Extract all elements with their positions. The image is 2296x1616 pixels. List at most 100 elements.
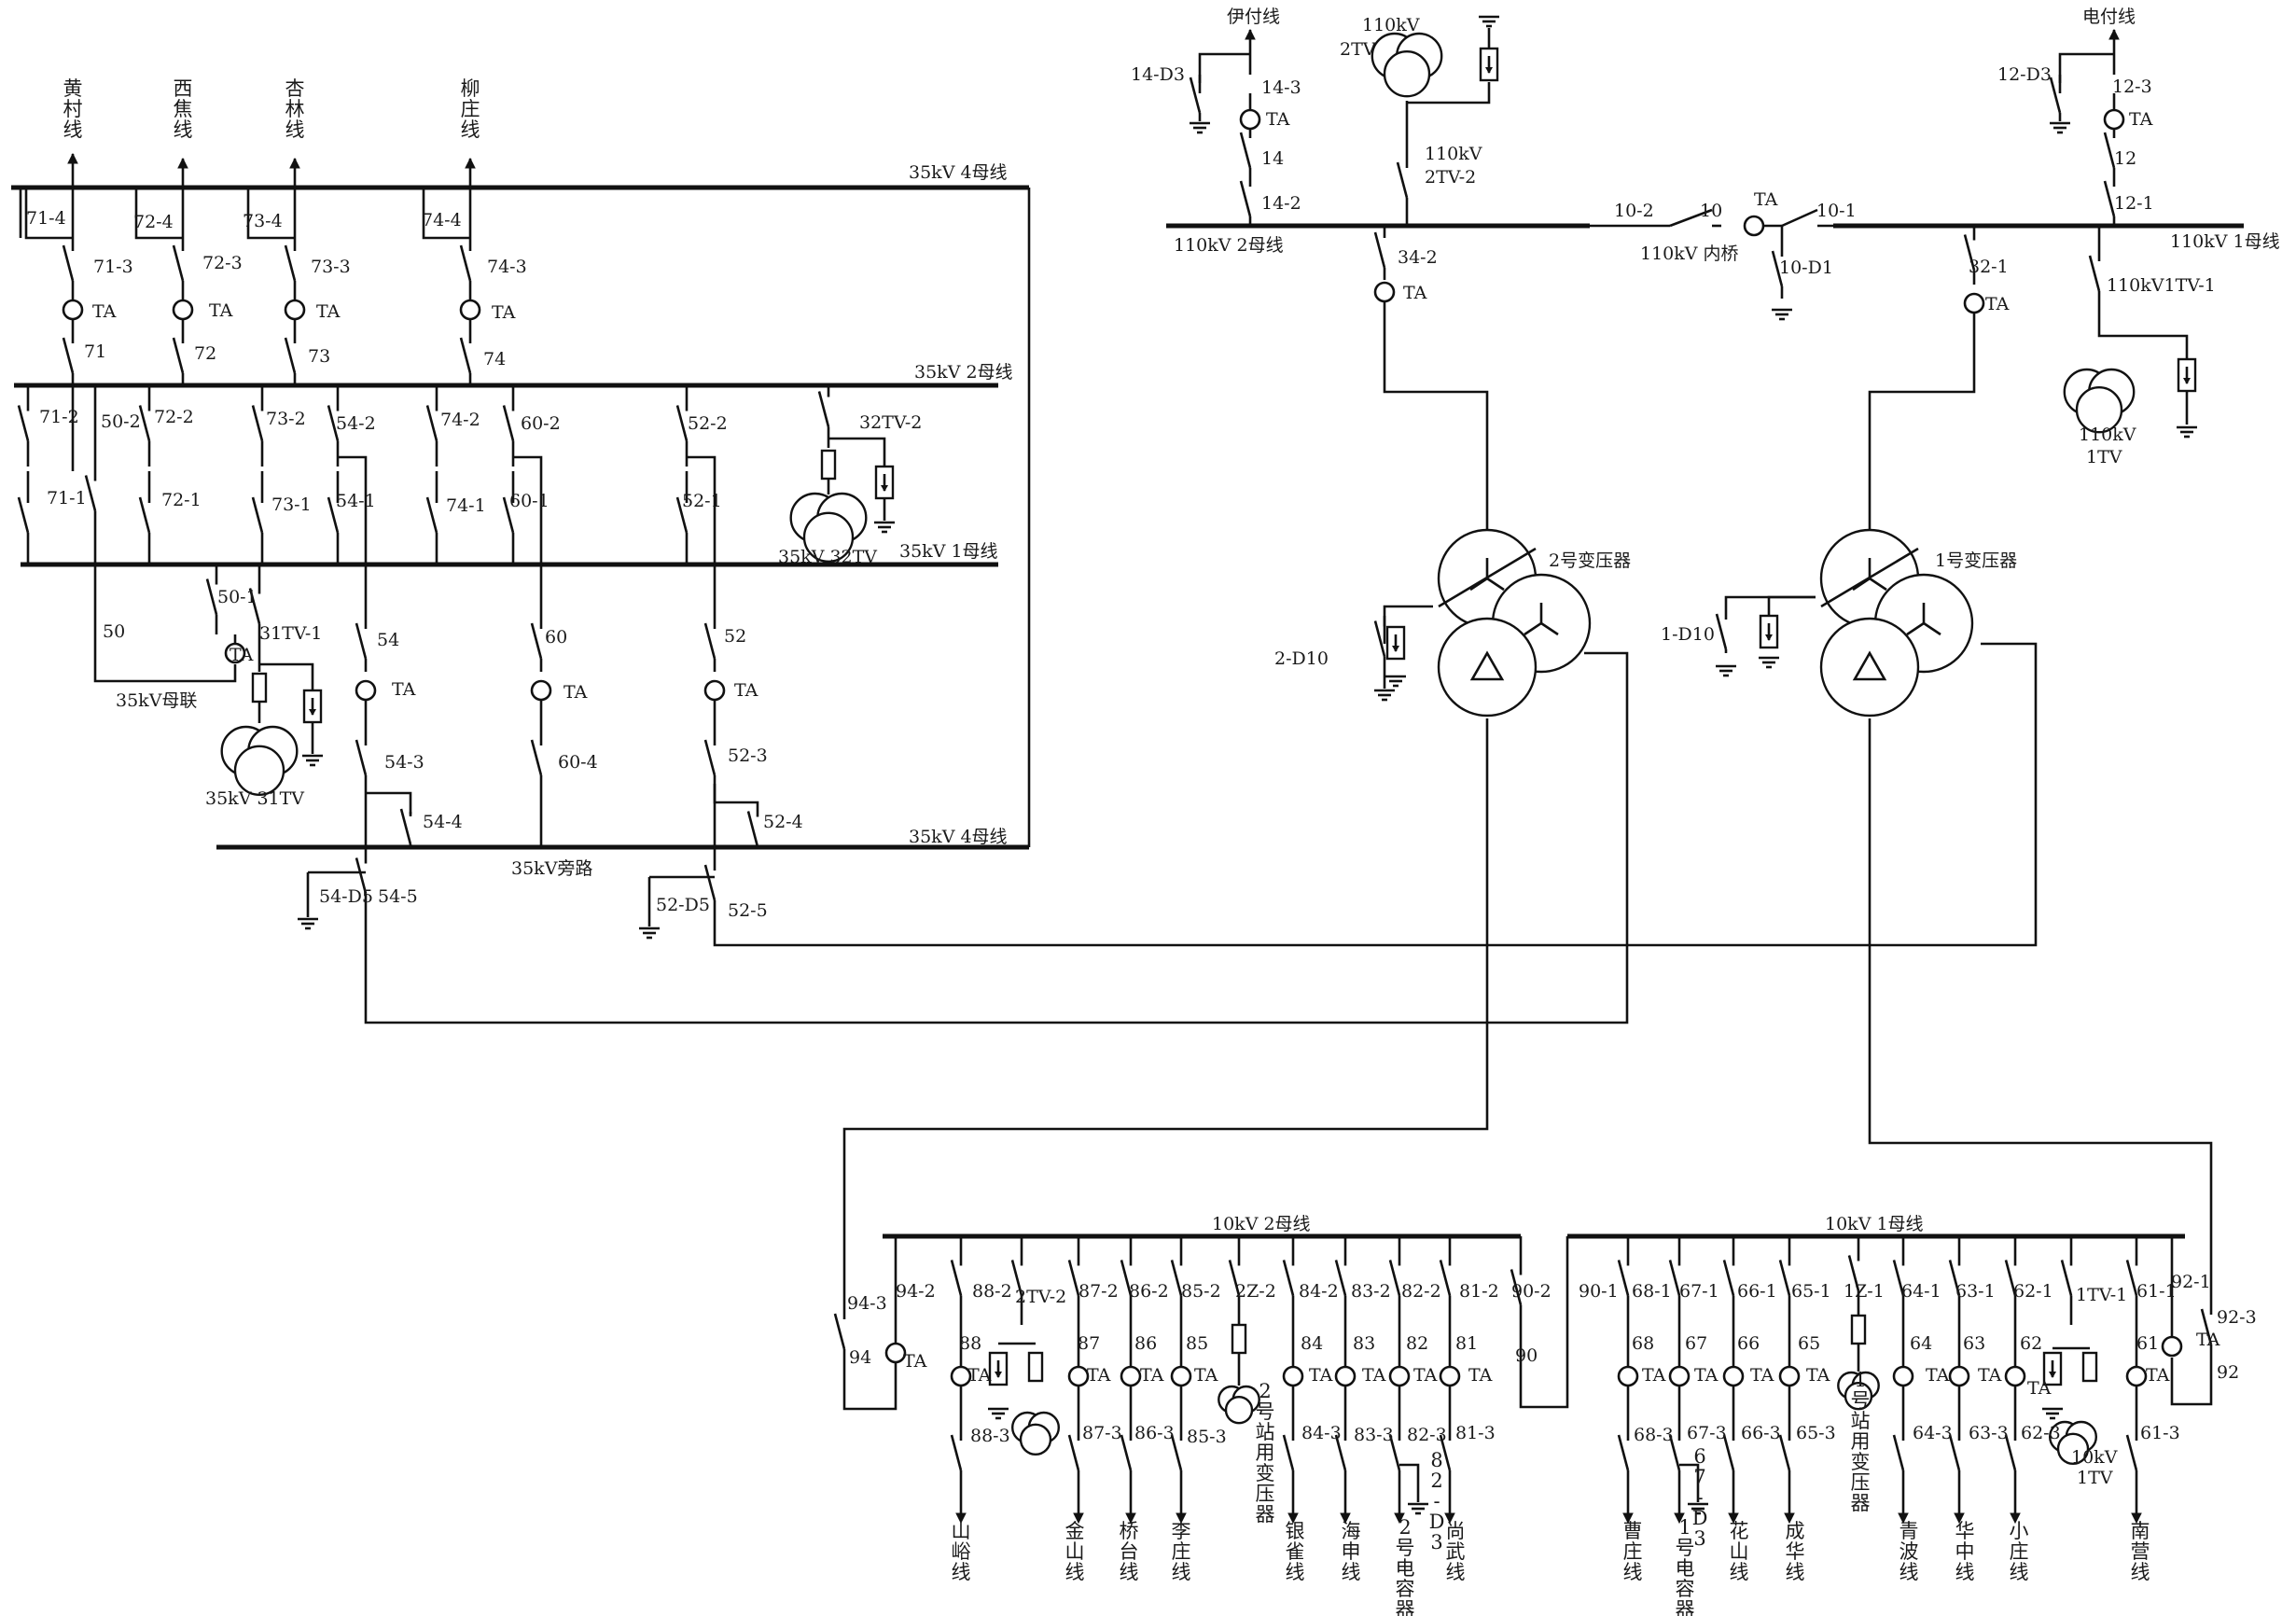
ground-icon [1688, 1502, 1708, 1515]
grounds [298, 15, 2197, 1515]
current-transformer-icon [355, 679, 377, 702]
label-char: 线 [461, 118, 480, 141]
vertical-label: 花山线 [1730, 1520, 1749, 1583]
current-transformer-icon [459, 299, 481, 321]
diagram-label: 82-2 [1401, 1281, 1441, 1302]
diagram-label: 54-5 [378, 886, 418, 907]
switch-blade [1282, 1260, 1295, 1296]
disconnector-switch [1239, 177, 1252, 226]
fuse-icon [1231, 1323, 1247, 1355]
fuse-icon [820, 449, 837, 481]
equipment-symbols [67, 28, 2197, 1525]
disconnector-switch [1892, 1409, 1905, 1502]
arrester-mark [881, 485, 888, 492]
disconnector-switch [1722, 1409, 1735, 1502]
current-transformer-icon [1239, 108, 1261, 131]
label-char: 李 [1172, 1520, 1191, 1542]
diagram-label: 32-1 [1969, 257, 2009, 277]
diagram-label: 110kV 2母线 [1174, 235, 1284, 256]
surge-arrester-icon [302, 689, 323, 724]
wye-mark [1524, 603, 1559, 636]
ground-icon [2177, 425, 2197, 439]
diagram-label: 82-3 [1407, 1425, 1447, 1445]
switch-blade [1228, 1260, 1241, 1296]
label-char: 小 [2010, 1520, 2029, 1542]
diagram-label: TA [316, 301, 341, 322]
tv-winding [233, 745, 285, 796]
disconnector-switch [205, 564, 218, 634]
arrester-mark [1485, 67, 1493, 74]
switch-blade [1388, 1260, 1401, 1296]
switch-blade [1334, 1260, 1347, 1296]
switch-blade [355, 739, 368, 776]
switch-blade [1847, 1255, 1860, 1291]
current-transformer-icon [1282, 1365, 1304, 1387]
label-char: 桥 [1120, 1520, 1139, 1542]
label-char: - [1696, 1486, 1703, 1509]
switch-blade [2125, 1434, 2138, 1471]
disconnector-switch [1510, 1236, 1523, 1344]
diagram-label: 110kV [2079, 425, 2136, 445]
voltage-transformer-icon [2063, 368, 2136, 434]
diagram-label: 60-2 [521, 413, 561, 434]
diagram-label: 66 [1737, 1333, 1760, 1354]
disconnector-switch [1439, 1409, 1452, 1502]
diagram-label: 14-D3 [1131, 64, 1185, 85]
disconnector-switch [703, 737, 717, 784]
outgoing-arrow-icon [1728, 1512, 1739, 1525]
surge-arrester-icon [2042, 1351, 2063, 1386]
diagram-label: 74 [483, 349, 506, 369]
disconnector-switch [1067, 1236, 1080, 1325]
diagram-label: 10kV 1母线 [1825, 1214, 1924, 1234]
diagram-label: 10-2 [1614, 201, 1654, 221]
label-char: 线 [1286, 1561, 1305, 1583]
vertical-label: 李庄线 [1172, 1520, 1191, 1583]
switch-blade [425, 405, 438, 441]
diagram-label: 10kV [2071, 1447, 2118, 1468]
switch-blade [1668, 1260, 1681, 1296]
switch-blade [1373, 231, 1386, 269]
diagram-label: 10-D1 [1779, 258, 1833, 278]
ground-icon [639, 926, 660, 940]
diagram-label: 71-1 [47, 488, 87, 508]
switch-blade [950, 1260, 963, 1296]
diagram-label: TA [1194, 1365, 1218, 1386]
label-char: D [1692, 1507, 1708, 1529]
diagram-label: 2号变压器 [1549, 550, 1631, 571]
disconnector-switch [1388, 1236, 1401, 1325]
label-char: 7 [1693, 1466, 1705, 1488]
diagram-label: TA [209, 300, 233, 321]
disconnector-switch [251, 471, 264, 564]
current-transformer-icon [1948, 1365, 1970, 1387]
switch-blade [1120, 1260, 1133, 1296]
vertical-label: 82-D3 [1429, 1449, 1445, 1553]
diagram-label: 10 [1700, 201, 1722, 221]
disconnector-switch [172, 238, 185, 294]
voltage-transformer-icon [789, 492, 868, 563]
diagram-label: 72-1 [161, 490, 202, 510]
outgoing-arrow-icon [2131, 1512, 2142, 1525]
vertical-label: 海申线 [1342, 1520, 1361, 1583]
diagram-label: 67-3 [1687, 1423, 1727, 1443]
vertical-label: 山峪线 [952, 1520, 971, 1583]
label-char: 压 [1256, 1483, 1275, 1505]
arrester-mark [1392, 646, 1399, 652]
disconnector-switch [1120, 1236, 1133, 1325]
diagram-label: 110kV1TV-1 [2107, 275, 2216, 296]
disconnector-switch [425, 471, 438, 564]
diagram-label: 65-1 [1791, 1281, 1831, 1302]
switch-blade [1170, 1434, 1183, 1471]
tap-arrow [1820, 547, 1919, 608]
tv-winding [1383, 49, 1431, 98]
diagram-label: 88-2 [972, 1281, 1012, 1302]
disconnector-switch [675, 471, 689, 564]
disconnector-switch [327, 471, 340, 564]
label-char: 容 [1396, 1578, 1415, 1600]
switch-blade [1948, 1434, 1961, 1471]
disconnector-switch [502, 471, 515, 564]
diagram-label: 88-3 [970, 1426, 1010, 1446]
switch-blade [1510, 1269, 1523, 1305]
tv-winding [2075, 386, 2123, 434]
label-char: 2 [1430, 1470, 1442, 1492]
